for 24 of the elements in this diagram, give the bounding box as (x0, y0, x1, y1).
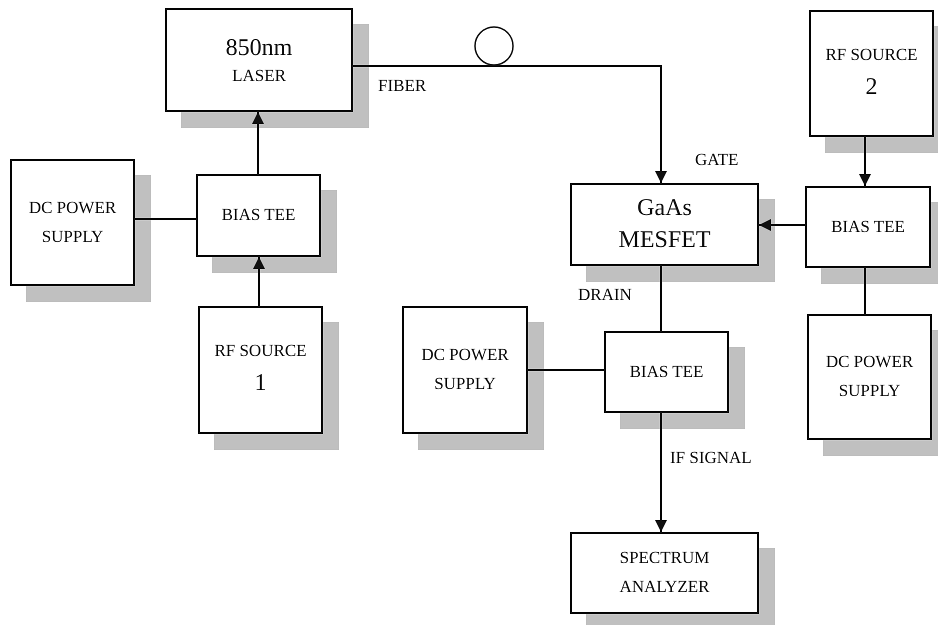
box-label: LASER (232, 64, 286, 87)
box-label: RF SOURCE (825, 44, 918, 66)
box-label: BIAS TEE (222, 204, 296, 226)
arrow (252, 112, 264, 174)
box-label: 2 (866, 72, 878, 102)
connector-line (135, 218, 196, 220)
connector-line (864, 268, 866, 314)
arrow (353, 65, 667, 183)
box-label: DC POWER SUPPLY (28, 196, 118, 248)
box-label: DC POWER SUPPLY (420, 344, 510, 395)
box-label: 1 (254, 369, 266, 398)
box-label: GaAs MESFET (617, 194, 712, 254)
arrow (655, 413, 667, 532)
box-label: DC POWER SUPPLY (824, 351, 914, 402)
connector-line (660, 266, 662, 331)
box-label: SPECTRUM ANALYZER (618, 547, 710, 598)
box-label: BIAS TEE (831, 216, 905, 238)
arrow (859, 137, 871, 186)
connector-line (528, 369, 604, 371)
box-label: BIAS TEE (630, 360, 704, 383)
arrow (759, 219, 805, 231)
box-label: RF SOURCE (214, 340, 307, 362)
box-label: 850nm (226, 34, 292, 64)
arrow (253, 257, 265, 306)
